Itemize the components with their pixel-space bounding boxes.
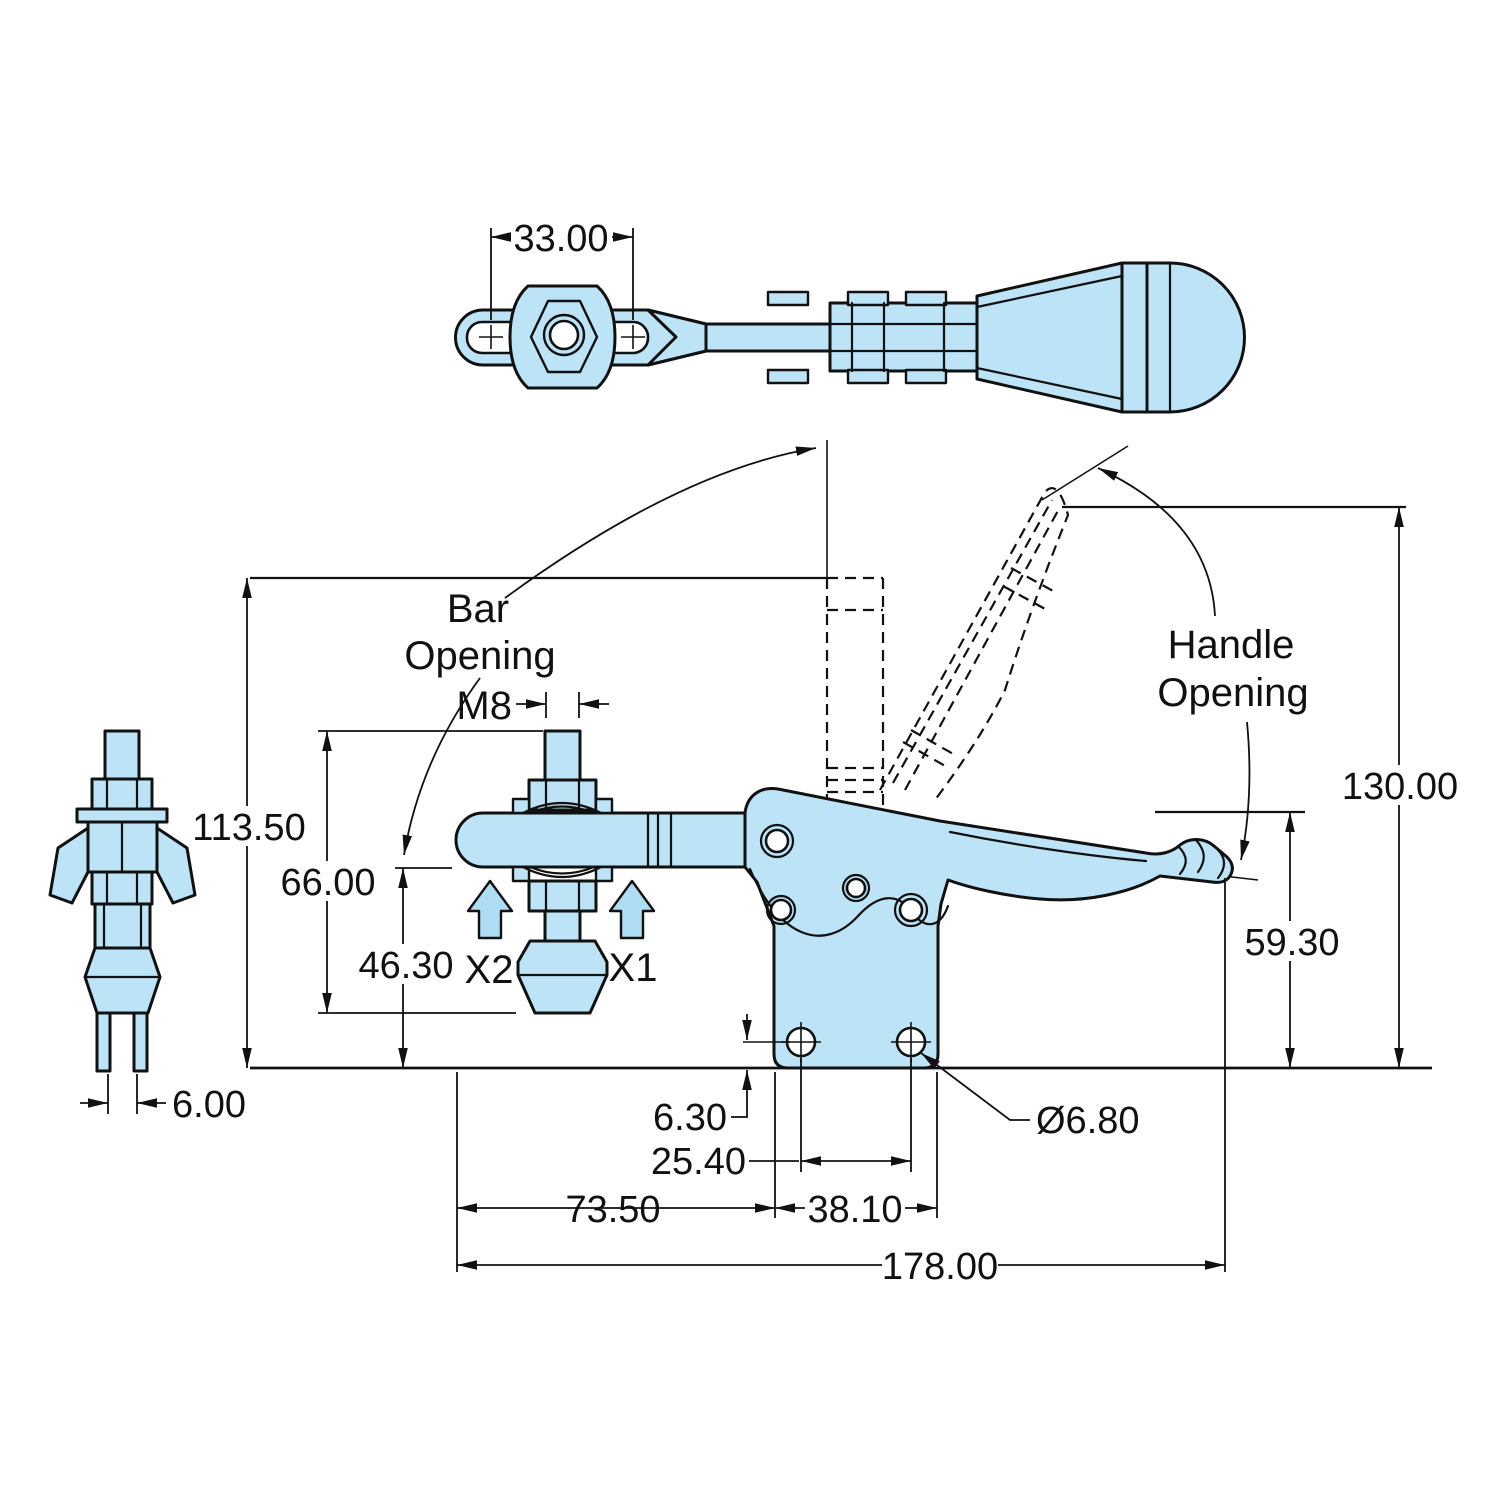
x2-arrow-icon: [466, 879, 514, 940]
dashed-open-bar: [825, 576, 885, 805]
clamp-bar: [454, 811, 747, 869]
dim-spindle-height-text: 66.00: [280, 862, 375, 904]
dim-thread-text: M8: [456, 684, 512, 728]
dashed-open-handle-inner: [892, 499, 1061, 791]
link-wave-line: [748, 867, 950, 937]
spindle-assembly: [511, 729, 614, 1015]
force-arrows: [466, 879, 656, 940]
side-view: X2 X1: [454, 729, 1234, 1070]
open-handle-extension: [1041, 445, 1129, 501]
dim-overall-length-text: 178.00: [882, 1246, 998, 1288]
dim-overall-height-text: 113.50: [192, 807, 305, 849]
spindle-rod-bottom: [543, 909, 582, 943]
front-lower-nut: [90, 870, 154, 906]
spindle-foot: [516, 939, 609, 1015]
open-position-dashed: [825, 487, 1070, 805]
dim-overall-length: 178.00: [457, 878, 1226, 1288]
bar-opening-annotation: Bar Opening: [402, 446, 817, 856]
dim-top-width-text: 33.00: [513, 218, 608, 260]
dim-thread: M8: [456, 684, 609, 728]
dim-bar-bottom-height-text: 46.30: [358, 945, 453, 987]
pivot-holes: [759, 823, 929, 928]
dashed-open-bar-lines: [827, 608, 883, 794]
front-flange: [75, 807, 169, 824]
slot-crosshairs: [479, 325, 645, 349]
dim-top-width: 33.00: [490, 217, 634, 320]
dashed-open-handle: [879, 487, 1070, 801]
grip-lines: [1176, 838, 1226, 880]
dim-hole-diameter-text: Ø6.80: [1036, 1100, 1140, 1142]
dim-bar-top-height-text: 59.30: [1244, 922, 1339, 964]
top-view-grip-cap: [1120, 261, 1149, 414]
x2-label: X2: [465, 948, 514, 992]
dim-overall-height: 113.50: [191, 578, 307, 1068]
front-right-prong: [132, 1011, 149, 1073]
front-upper-nut: [90, 777, 154, 811]
bar-joint-lines: [646, 811, 673, 869]
front-left-prong: [95, 1011, 112, 1073]
front-foot: [83, 946, 162, 1015]
dim-base-width-text: 38.10: [807, 1189, 902, 1231]
dim-front-section: 73.50: [456, 1072, 775, 1272]
dimensions: 113.50 66.00 46.30 59.30 130.00: [191, 446, 1458, 1288]
dim-spindle-height: 66.00: [278, 730, 543, 1014]
front-right-wing: [155, 826, 197, 905]
top-view: 33.00: [454, 217, 1246, 414]
dim-base-width: 38.10: [774, 1072, 938, 1231]
dim-bar-top-height: 59.30: [1242, 812, 1343, 1068]
x1-label: X1: [609, 946, 658, 990]
top-view-shaft: [704, 322, 832, 353]
front-view: 6.00: [48, 729, 246, 1126]
front-left-wing: [48, 826, 90, 905]
dim-hole-spacing: 25.40: [651, 1058, 912, 1183]
clamp-body: [743, 786, 1234, 1070]
dim-front-section-text: 73.50: [565, 1189, 660, 1231]
dim-open-height: 130.00: [1342, 507, 1458, 1068]
top-view-bar-chevron: [646, 308, 708, 367]
dim-prong-gap-text: 6.00: [172, 1084, 246, 1126]
spindle-lower-nut: [527, 879, 598, 913]
x1-arrow-icon: [608, 879, 656, 940]
bar-opening-label-1: Bar: [447, 587, 509, 631]
dim-hole-offset: 6.30: [653, 1014, 790, 1139]
dim-bar-bottom-height: 46.30: [356, 867, 456, 1068]
top-view-grip-end: [1145, 261, 1246, 414]
top-view-link-lines: [828, 301, 979, 373]
top-view-link-tabs: [766, 290, 948, 385]
dim-hole-offset-text: 6.30: [653, 1097, 727, 1139]
base-holes: [781, 1022, 931, 1062]
handle-opening-label-1: Handle: [1168, 623, 1295, 667]
bar-opening-label-2: Opening: [404, 634, 555, 678]
dim-prong-gap: 6.00: [80, 1074, 246, 1126]
spindle-rod-top: [543, 729, 582, 782]
top-view-handle-lines: [975, 261, 1172, 414]
handle-inner-line: [948, 830, 1148, 863]
dim-hole-diameter: Ø6.80: [920, 1052, 1140, 1142]
dashed-open-handle-crosslines: [902, 567, 1056, 768]
top-view-handle: [975, 261, 1124, 414]
dim-open-height-text: 130.00: [1342, 766, 1458, 808]
top-view-stud-inner: [548, 319, 580, 351]
handle-opening-label-2: Opening: [1157, 671, 1308, 715]
front-rod: [103, 729, 141, 781]
handle-opening-annotation: Handle Opening: [1097, 467, 1309, 861]
dim-hole-spacing-text: 25.40: [651, 1141, 746, 1183]
